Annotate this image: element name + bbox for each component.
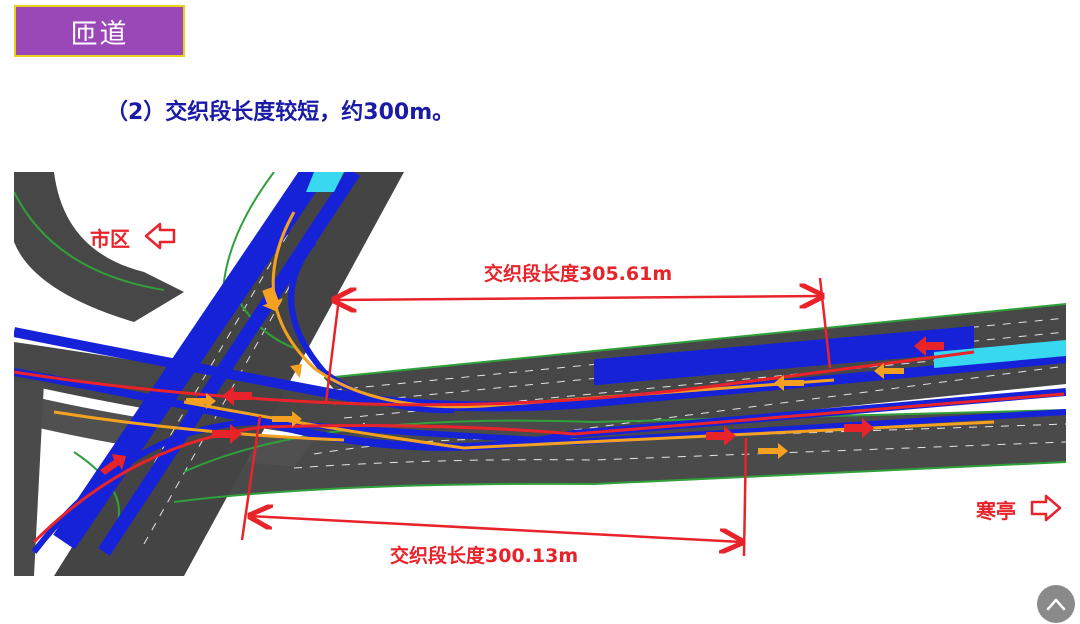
weave-length-upper-dimension [324,277,832,403]
section-title: 匝道 [14,5,185,57]
arrow-right-outline-icon [1030,494,1062,522]
hanting-label: 寒亭 [976,499,1016,523]
city-label: 市区 [90,227,130,251]
flow-arrows [100,286,944,475]
interchange-diagram: 市区 交织段长度305.61m 交织段长度300.13m 寒亭 [14,172,1066,576]
weave-length-lower-label: 交织段长度300.13m [390,544,578,567]
red-travel-paths [14,350,1065,544]
scroll-to-top-button[interactable] [1037,585,1075,623]
chevron-up-icon [1046,598,1066,611]
weave-length-lower-dimension [240,415,748,557]
arrow-left-outline-icon [144,222,176,250]
page-heading: （2）交织段长度较短，约300m。 [106,100,455,125]
cyan-lanes [306,172,1066,368]
weave-length-upper-label: 交织段长度305.61m [484,262,672,285]
